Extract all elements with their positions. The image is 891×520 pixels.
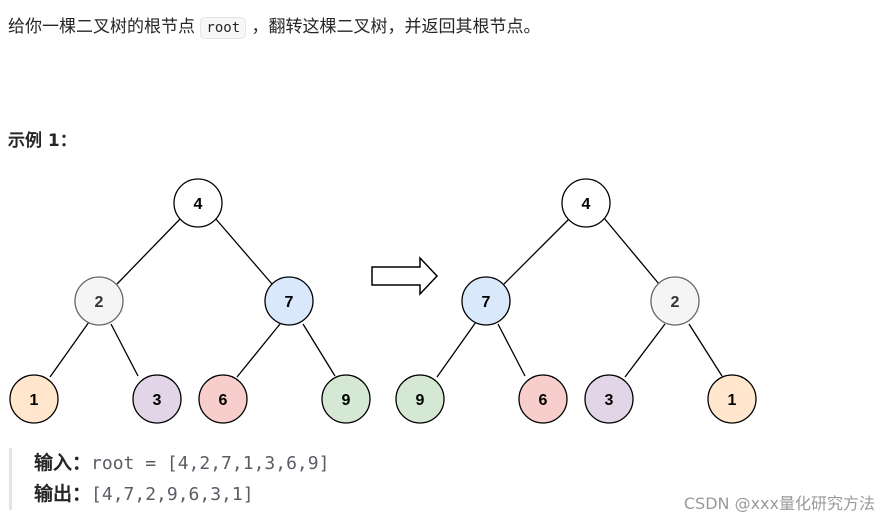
- tree-before-edges: [49, 217, 336, 378]
- tree-node-label: 3: [153, 392, 162, 409]
- tree-node-label: 6: [539, 392, 548, 409]
- tree-node-label: 4: [194, 196, 203, 213]
- tree-before-node-circle: [74, 276, 124, 326]
- tree-after-edges: [436, 217, 723, 378]
- root-code: root: [200, 17, 247, 39]
- tree-before: 4 2 7 1 3 6 9: [9, 178, 371, 424]
- tree-node-label: 3: [605, 392, 614, 409]
- output-line: 输出：[4,7,2,9,6,3,1]: [34, 479, 329, 510]
- tree-before-node-circle: [198, 374, 248, 424]
- tree-node-label: 7: [285, 294, 294, 311]
- input-value: root = [4,2,7,1,3,6,9]: [91, 453, 330, 474]
- example-io-block: 输入：root = [4,2,7,1,3,6,9] 输出：[4,7,2,9,6,…: [9, 448, 329, 510]
- tree-node: 2: [74, 276, 124, 326]
- input-line: 输入：root = [4,2,7,1,3,6,9]: [34, 448, 329, 479]
- tree-after-node-circle: [650, 276, 700, 326]
- example-title: 示例 1：: [8, 131, 77, 151]
- tree-after-node-circle: [584, 374, 634, 424]
- tree-node: 7: [461, 276, 511, 326]
- tree-node: 7: [264, 276, 314, 326]
- tree-node: 9: [395, 374, 445, 424]
- tree-before-node-circle: [132, 374, 182, 424]
- tree-node-label: 7: [482, 294, 491, 311]
- problem-statement: 给你一棵二叉树的根节点 root ，翻转这棵二叉树，并返回其根节点。: [8, 12, 541, 43]
- tree-after-node-circle: [561, 178, 611, 228]
- tree-after-node-circle: [518, 374, 568, 424]
- tree-node-label: 1: [30, 392, 39, 409]
- tree-node: 9: [321, 374, 371, 424]
- tree-after-node-circle: [395, 374, 445, 424]
- tree-node-label: 1: [728, 392, 737, 409]
- problem-text-after: ，翻转这棵二叉树，并返回其根节点。: [251, 17, 541, 37]
- tree-node: 3: [132, 374, 182, 424]
- tree-node-label: 4: [582, 196, 591, 213]
- tree-node-label: 6: [219, 392, 228, 409]
- transform-arrow-icon: [371, 256, 439, 296]
- watermark: CSDN @xxx量化研究方法: [683, 494, 875, 513]
- problem-text-before: 给你一棵二叉树的根节点: [8, 17, 195, 37]
- tree-after-node-circle: [707, 374, 757, 424]
- tree-before-node-circle: [321, 374, 371, 424]
- tree-before-node-circle: [264, 276, 314, 326]
- tree-node: 1: [9, 374, 59, 424]
- tree-after-node-circle: [461, 276, 511, 326]
- tree-before-node-circle: [173, 178, 223, 228]
- tree-after: 4 7 2 9 6 3 1: [395, 178, 757, 424]
- tree-before-node-circle: [9, 374, 59, 424]
- input-label: 输入：: [34, 452, 92, 474]
- tree-node-label: 9: [416, 392, 425, 409]
- tree-node: 1: [707, 374, 757, 424]
- tree-node: 6: [198, 374, 248, 424]
- tree-node: 2: [650, 276, 700, 326]
- tree-node-label: 2: [95, 294, 104, 311]
- tree-node-label: 9: [342, 392, 351, 409]
- tree-node: 6: [518, 374, 568, 424]
- output-value: [4,7,2,9,6,3,1]: [91, 484, 254, 505]
- tree-node: 4: [561, 178, 611, 228]
- tree-node: 3: [584, 374, 634, 424]
- tree-node: 4: [173, 178, 223, 228]
- tree-node-label: 2: [671, 294, 680, 311]
- output-label: 输出：: [34, 483, 92, 505]
